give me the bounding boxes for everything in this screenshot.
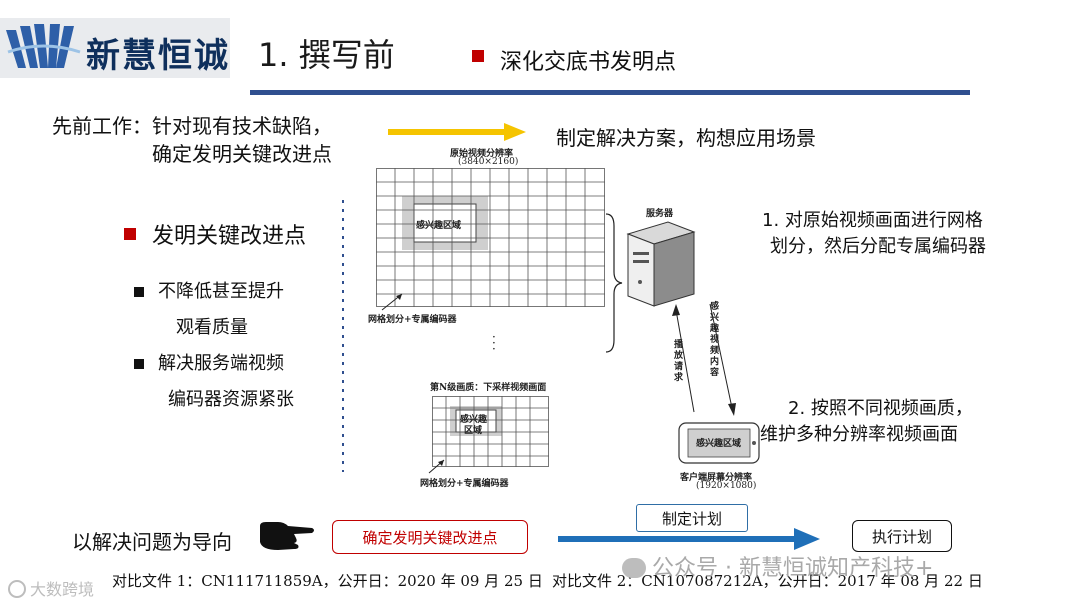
logo-icon [6, 24, 81, 68]
arrow-down-text: 感兴趣视频内容 [710, 302, 720, 378]
corner-watermark: 大数跨境 [8, 576, 94, 600]
grid-label: 网格划分+专属编码器 [368, 315, 457, 325]
ellipsis-dots: ··· [492, 330, 496, 356]
watermark-main: 公众号 · 新慧恒诚知产科技+ [652, 556, 934, 581]
bullet-2-line2: 编码器资源紧张 [168, 389, 294, 410]
client-roi-label: 感兴趣区域 [696, 439, 742, 449]
guide-text: 以解决问题为导向 [72, 530, 232, 554]
request-arrows-icon [672, 303, 736, 416]
black-square-bullet-icon [134, 359, 144, 369]
pointer-arrow-icon [381, 293, 403, 311]
reference-doc-1: 对比文件 1：CN111711859A，公开日：2020 年 09 月 25 日 [112, 572, 543, 590]
make-plan-button[interactable]: 制定计划 [636, 504, 748, 532]
solution-plan-text: 制定解决方案，构想应用场景 [556, 126, 816, 150]
client-res-label: 客户端屏幕分辨率 [680, 473, 753, 483]
brand-circle-icon [8, 580, 26, 598]
key-points-title: 发明关键改进点 [152, 224, 307, 249]
orig-res-label: 原始视频分辨率 [450, 149, 514, 159]
watermark-corner: 大数跨境 [30, 580, 95, 599]
blue-arrow-icon [558, 528, 820, 550]
execute-plan-button[interactable]: 执行计划 [852, 520, 952, 552]
wechat-icon [622, 558, 646, 578]
prior-work-text: 先前工作：针对现有技术缺陷， 确定发明关键改进点 [52, 112, 332, 168]
prior-work-line2: 确定发明关键改进点 [152, 142, 332, 166]
roi-label: 感兴趣区域 [416, 221, 462, 231]
step-2-line2: 维护多种分辨率视频画面 [760, 424, 958, 445]
step-2-line1: 2. 按照不同视频画质， [788, 398, 973, 419]
key-points-button[interactable]: 确定发明关键改进点 [332, 520, 528, 554]
black-square-bullet-icon [134, 287, 144, 297]
client-res-value: (1920×1080) [696, 481, 757, 491]
small-roi-line1: 感兴趣 [460, 415, 488, 425]
step-1-line1: 1. 对原始视频画面进行网格 [762, 210, 983, 231]
bullet-1-line2: 观看质量 [176, 317, 248, 338]
red-square-bullet-icon [124, 228, 136, 240]
logo-text: 新慧恒诚 [86, 36, 230, 76]
pointing-hand-icon [260, 522, 314, 550]
section-label: 深化交底书发明点 [500, 50, 677, 75]
step-1-line2: 划分，然后分配专属编码器 [770, 236, 986, 257]
step-2-text: 2. 按照不同视频画质， 维护多种分辨率视频画面 [760, 396, 973, 448]
prior-work-line1: 先前工作：针对现有技术缺陷， [52, 114, 332, 138]
small-grid-label: 网格划分+专属编码器 [420, 479, 509, 489]
nth-level-label: 第N级画质：下采样视频画面 [430, 383, 547, 393]
small-roi-line2: 区域 [464, 426, 483, 436]
bullet-2-line1: 解决服务端视频 [158, 353, 284, 374]
bullet-1-line1: 不降低甚至提升 [158, 281, 284, 302]
reference-doc-2: 对比文件 2：CN107087212A，公开日：2017 年 08 月 22 日 [552, 572, 983, 590]
watermark-text: 公众号 · 新慧恒诚知产科技+ [622, 550, 933, 582]
step-1-text: 1. 对原始视频画面进行网格 划分，然后分配专属编码器 [762, 208, 986, 260]
bracket-icon [605, 213, 623, 353]
pointer-arrow-icon [428, 459, 445, 474]
red-square-bullet-icon [472, 50, 484, 62]
large-grid-diagram [376, 168, 605, 307]
yellow-arrow-icon [388, 123, 526, 141]
slide-title: 1. 撰写前 [258, 36, 395, 74]
small-grid-diagram [432, 396, 549, 467]
header-divider [250, 90, 970, 95]
server-icon [626, 221, 696, 307]
server-label: 服务器 [646, 209, 674, 219]
client-phone-icon [678, 422, 760, 464]
arrow-up-text: 播放请求 [674, 340, 684, 383]
dashed-divider [342, 200, 344, 472]
orig-res-value: (3840×2160) [458, 157, 519, 167]
